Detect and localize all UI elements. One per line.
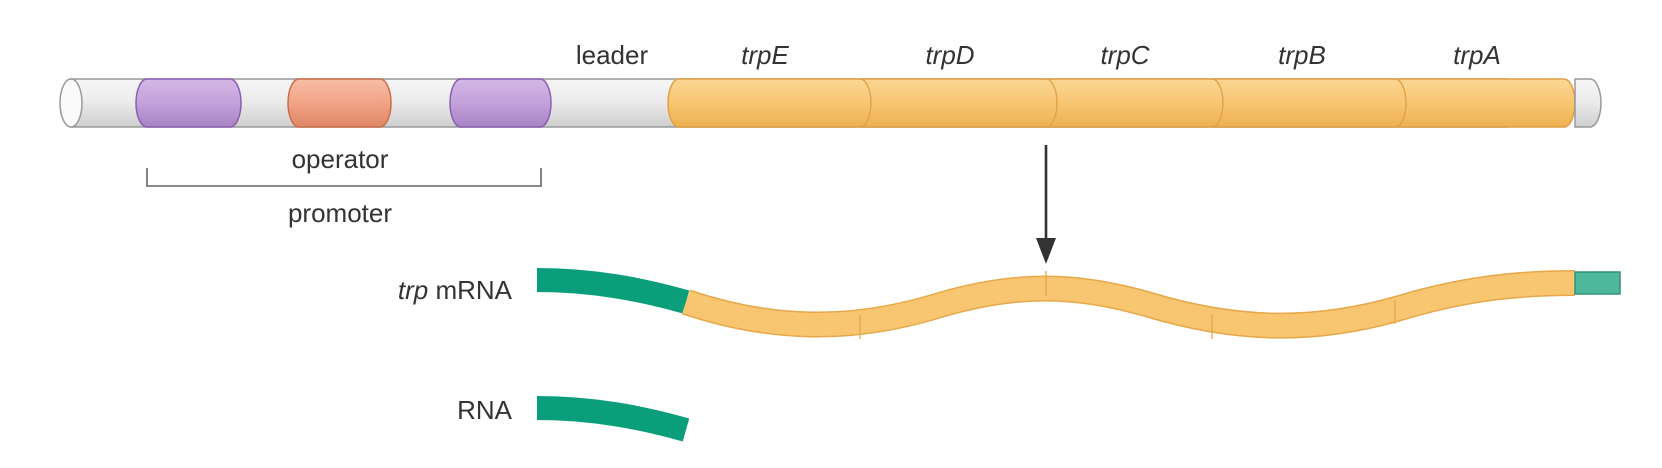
gene-divider-4 (1394, 78, 1407, 128)
gene-divider-1 (859, 78, 872, 128)
dna-right-end (1574, 78, 1602, 128)
gene-label-trpe: trpE (741, 40, 789, 70)
operator-label: operator (292, 144, 389, 174)
mrna-trailer-green (1574, 271, 1621, 295)
dna-cylinder (59, 78, 1602, 128)
gene-divider-3 (1211, 78, 1224, 128)
dna-left-end (59, 78, 83, 128)
rna-label: RNA (457, 395, 513, 425)
promoter-label: promoter (288, 198, 392, 228)
mrna-leader-green (536, 268, 690, 314)
rna-strand (536, 396, 690, 442)
structural-genes-segment (667, 78, 1576, 128)
leader-label: leader (576, 40, 649, 70)
transcription-arrow (1036, 145, 1056, 264)
promoter-segment-right (449, 78, 552, 128)
promoter-bracket (146, 168, 542, 187)
trp-mrna-strand (536, 268, 1621, 339)
gene-label-trpa: trpA (1453, 40, 1501, 70)
trp-mrna-label: trp mRNA (398, 275, 513, 305)
gene-divider-2 (1045, 78, 1058, 128)
promoter-segment-left (135, 78, 242, 128)
gene-label-trpd: trpD (925, 40, 974, 70)
operator-segment (287, 78, 392, 128)
gene-label-trpb: trpB (1278, 40, 1326, 70)
gene-label-trpc: trpC (1100, 40, 1149, 70)
